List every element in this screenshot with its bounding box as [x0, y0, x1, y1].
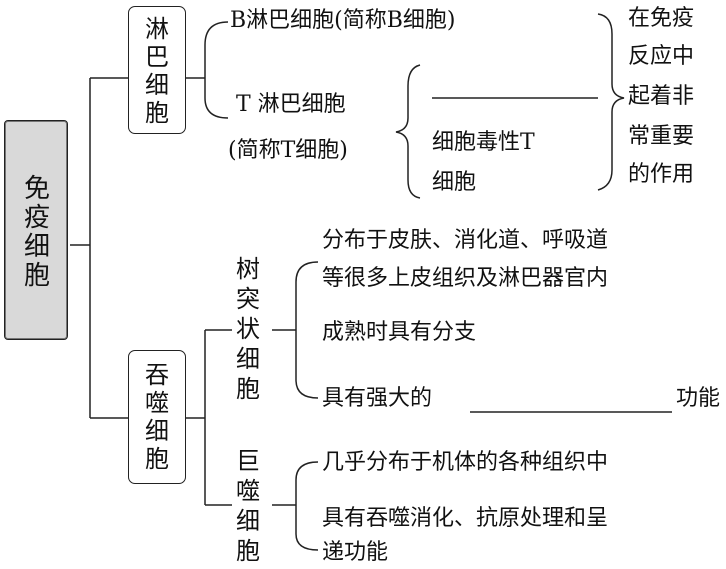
macrophage-item-2a: 具有吞噬消化、抗原处理和呈 — [322, 506, 609, 531]
role-line-1: 在免疫 — [628, 6, 695, 31]
t-cell-text-line1: T 淋巴细胞 — [236, 92, 346, 117]
immune-cell-root-box: 免疫细胞 — [4, 120, 68, 340]
dendritic-item-2: 成熟时具有分支 — [322, 320, 477, 345]
macrophage-item-2b: 递功能 — [322, 540, 389, 565]
phagocyte-label: 吞噬细胞 — [145, 361, 169, 473]
dendritic-item-1b: 等很多上皮组织及淋巴器官内 — [322, 266, 609, 291]
b-cell-text: B淋巴细胞(简称B细胞) — [230, 8, 456, 33]
phagocyte-box: 吞噬细胞 — [128, 350, 186, 484]
lymphocyte-label: 淋巴细胞 — [145, 15, 169, 127]
macrophage-item-1: 几乎分布于机体的各种组织中 — [322, 450, 609, 475]
role-line-2: 反应中 — [628, 44, 695, 69]
role-line-4: 常重要 — [628, 124, 695, 149]
lymphocyte-box: 淋巴细胞 — [128, 6, 186, 134]
dendritic-item-3-suffix: 功能 — [676, 386, 721, 411]
dendritic-item-3: 具有强大的 — [322, 386, 433, 411]
role-line-5: 的作用 — [628, 162, 695, 187]
t-sub-cytotoxic-line1: 细胞毒性T — [432, 130, 535, 155]
dendritic-label: 树突状细胞 — [236, 255, 260, 403]
dendritic-item-1a: 分布于皮肤、消化道、呼吸道 — [322, 228, 609, 253]
t-cell-text-line2: (简称T细胞) — [228, 138, 348, 163]
immune-cell-label: 免疫细胞 — [24, 174, 51, 291]
macrophage-label: 巨噬细胞 — [236, 447, 260, 565]
role-line-3: 起着非 — [628, 84, 695, 109]
t-sub-cytotoxic-line2: 细胞 — [432, 170, 477, 195]
